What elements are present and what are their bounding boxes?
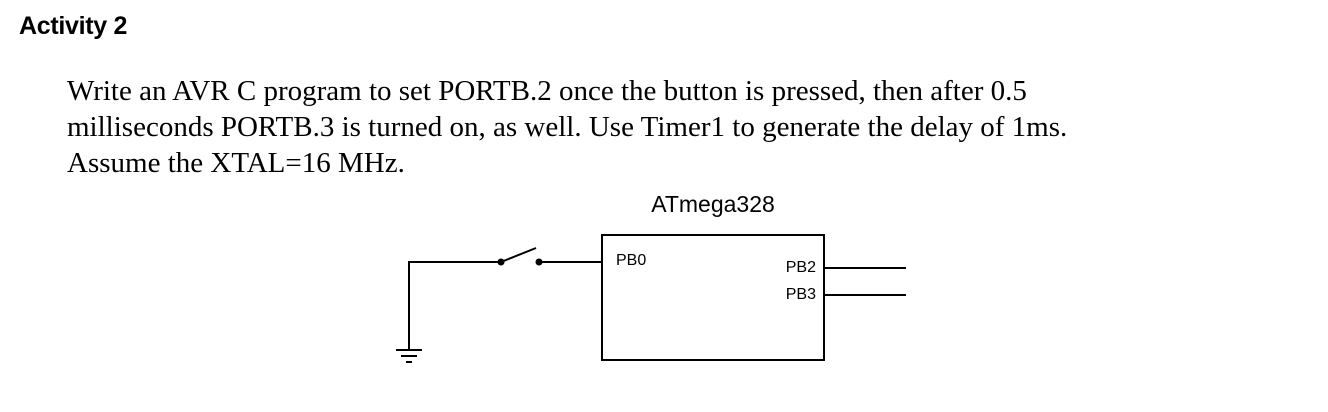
problem-line-2: milliseconds PORTB.3 is turned on, as we… — [67, 111, 1068, 143]
problem-statement: Write an AVR C program to set PORTB.2 on… — [67, 73, 1307, 181]
wire-switch-to-ground — [408, 261, 501, 350]
problem-line-3: Assume the XTAL=16 MHz. — [67, 147, 405, 179]
push-button-switch-icon — [497, 247, 543, 266]
ground-symbol-icon — [396, 349, 422, 363]
chip-label: ATmega328 — [651, 191, 775, 217]
problem-line-1: Write an AVR C program to set PORTB.2 on… — [67, 75, 1027, 107]
pin-label-pb3: PB3 — [786, 286, 816, 303]
microcontroller-chip — [601, 234, 825, 361]
pin-label-pb0: PB0 — [616, 252, 646, 269]
pin-label-pb2: PB2 — [786, 259, 816, 276]
activity-heading: Activity 2 — [19, 12, 128, 40]
